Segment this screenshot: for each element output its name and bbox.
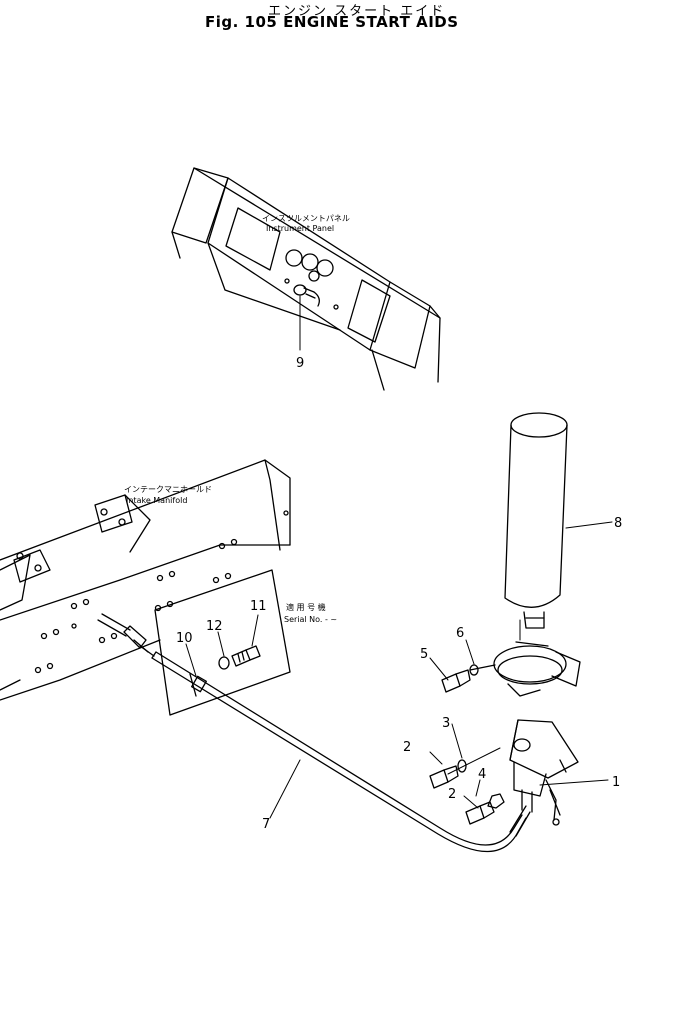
washer-12 — [218, 656, 230, 670]
washer-6 — [469, 664, 479, 676]
start-valve — [509, 719, 579, 826]
ether-cylinder — [504, 412, 568, 629]
callout-5: 5 — [420, 647, 428, 662]
tube — [151, 651, 531, 853]
title-japanese: エンジン スタート エイド — [268, 4, 446, 19]
callout-6: 6 — [456, 626, 464, 641]
callout-11: 11 — [250, 599, 267, 614]
bolt-11 — [231, 645, 261, 667]
nut-4 — [487, 793, 505, 809]
intake-manifold-label-jp: インテークマニホールド — [124, 485, 212, 494]
leader-lines — [185, 295, 613, 819]
callout-10: 10 — [176, 631, 193, 646]
intake-manifold — [0, 459, 291, 701]
instrument-panel — [171, 167, 441, 391]
bolt-5 — [441, 669, 471, 693]
callout-4: 4 — [478, 767, 486, 782]
callout-1: 1 — [612, 775, 620, 790]
detail-plate — [154, 569, 291, 716]
callout-2b: 2 — [448, 787, 456, 802]
serial-label-jp: 適 用 号 機 — [286, 602, 326, 612]
bolt-2b — [465, 801, 495, 825]
washer-3 — [457, 759, 467, 773]
tube-clamp — [189, 673, 207, 697]
page-title: Fig. 105 ENGINE START AIDS — [205, 13, 459, 31]
connector-fitting — [97, 613, 155, 657]
callout-12: 12 — [206, 619, 223, 634]
serial-label: Serial No. - ~ — [284, 615, 337, 624]
callout-8: 8 — [614, 516, 622, 531]
callout-7: 7 — [262, 817, 270, 832]
part-labels: インスツルメントパネル Instrument Panel インテークマニホールド… — [124, 214, 622, 832]
instrument-panel-label-jp: インスツルメントパネル — [262, 214, 350, 223]
instrument-panel-label: Instrument Panel — [266, 224, 334, 233]
callout-3: 3 — [442, 716, 450, 731]
callout-9: 9 — [296, 356, 304, 371]
cylinder-bracket — [469, 641, 581, 697]
callout-2a: 2 — [403, 740, 411, 755]
bolt-2a — [429, 765, 459, 789]
intake-manifold-label: Intake Manifold — [126, 496, 187, 505]
